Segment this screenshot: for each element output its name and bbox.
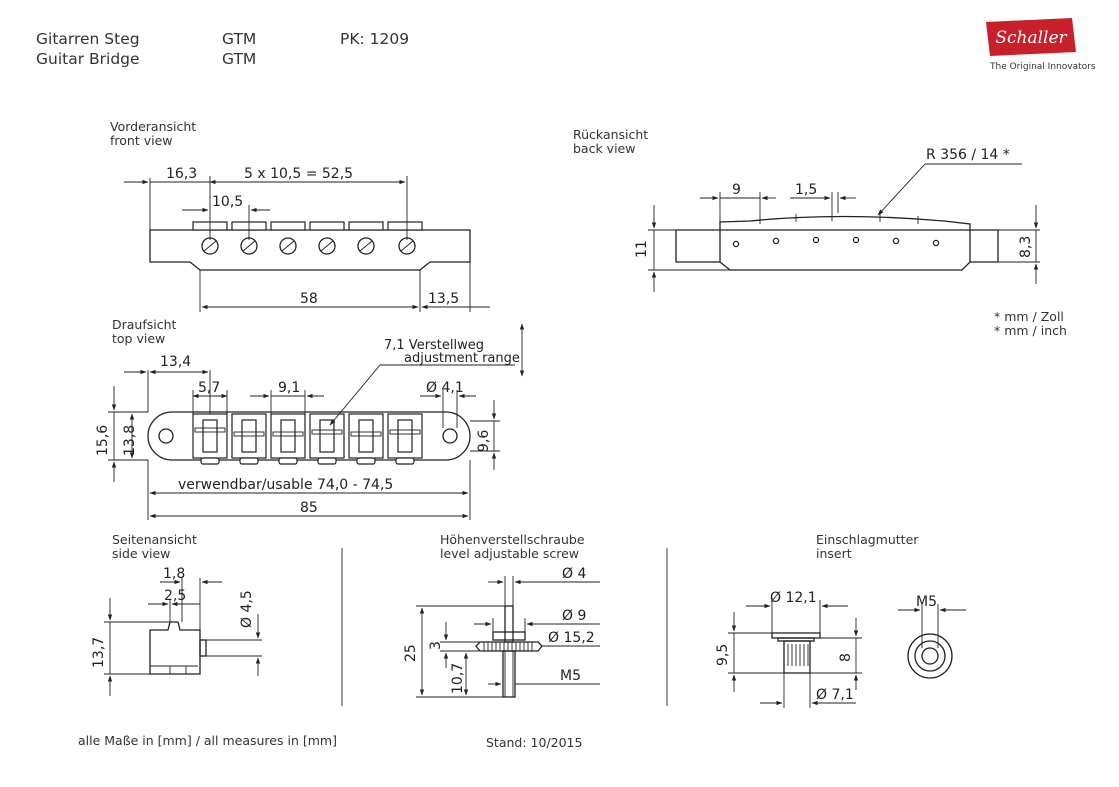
- dim-back-8-3: 8,3: [1018, 236, 1034, 258]
- adj-range-en: adjustment range: [404, 351, 520, 366]
- units-note: * mm / Zoll* mm / inch: [994, 309, 1067, 338]
- footer-measures: alle Maße in [mm] / all measures in [mm]: [78, 733, 337, 748]
- front-view-drawing: 16,3 5 x 10,5 = 52,5 10,5 58 13,5: [124, 166, 490, 312]
- dim-screw-m5: M5: [560, 668, 581, 684]
- dim-usable: verwendbar/usable 74,0 - 74,5: [178, 477, 393, 493]
- dim-screw-dia-9: Ø 9: [562, 608, 586, 624]
- dim-insert-m5: M5: [916, 594, 937, 610]
- dim-screw-dia-4: Ø 4: [562, 566, 586, 582]
- top-saddles: [192, 413, 423, 465]
- dim-side-13-7: 13,7: [91, 637, 107, 668]
- dim-16-3: 16,3: [166, 166, 197, 182]
- dim-insert-8: 8: [838, 653, 854, 662]
- footer-stand: Stand: 10/2015: [486, 735, 583, 750]
- model-en: GTM: [222, 50, 257, 68]
- dim-back-11: 11: [634, 240, 650, 258]
- dim-insert-dia-7-1: Ø 7,1: [816, 687, 854, 703]
- title-de: Gitarren Steg: [36, 30, 140, 48]
- dim-screw-dia-15-2: Ø 15,2: [548, 630, 595, 646]
- dim-back-9: 9: [732, 182, 741, 198]
- dim-13-5: 13,5: [428, 291, 459, 307]
- dim-58: 58: [300, 291, 318, 307]
- front-screws: [201, 237, 416, 255]
- back-view-drawing: 9 1,5 R 356 / 14 * 11 8,3: [634, 147, 1040, 292]
- part-number: PK: 1209: [340, 30, 410, 48]
- front-saddles: [192, 221, 423, 231]
- dim-insert-9-5: 9,5: [715, 644, 731, 666]
- dim-side-2-5: 2,5: [164, 588, 186, 604]
- dim-insert-dia-12-1: Ø 12,1: [770, 590, 817, 606]
- logo-tagline: The Original Innovators: [990, 62, 1096, 72]
- adj-range-de: 7,1 Verstellweg: [384, 338, 484, 353]
- dim-85: 85: [300, 500, 318, 516]
- dim-9-6: 9,6: [476, 430, 492, 452]
- insert-top-mid: [914, 640, 946, 672]
- dim-radius: R 356 / 14 *: [926, 147, 1010, 163]
- schaller-logo: Schaller: [986, 18, 1076, 56]
- back-holes: [732, 236, 940, 248]
- insert-top-hole: [921, 647, 939, 665]
- dim-5-7: 5,7: [198, 380, 220, 396]
- top-view-drawing: 7,1 Verstellweg adjustment range 13,4 5,…: [95, 323, 525, 520]
- dim-screw-3: 3: [428, 641, 444, 650]
- dim-dia-4-1: Ø 4,1: [426, 380, 464, 396]
- dim-back-1-5: 1,5: [795, 182, 817, 198]
- logo-text: Schaller: [995, 28, 1067, 48]
- dim-screw-10-7: 10,7: [450, 663, 466, 694]
- side-view-drawing: 1,8 2,5 Ø 4,5 13,7: [91, 566, 262, 696]
- dim-spacing: 5 x 10,5 = 52,5: [244, 166, 353, 182]
- dim-13-8: 13,8: [122, 425, 138, 456]
- screw-view-drawing: Ø 4 Ø 9 Ø 15,2 M5 25 3 10,7: [403, 566, 600, 698]
- dim-side-dia-4-5: Ø 4,5: [239, 590, 255, 628]
- insert-knurl: [787, 644, 809, 666]
- knurl-lines: [483, 642, 533, 651]
- dim-side-1-8: 1,8: [163, 566, 185, 582]
- dim-10-5: 10,5: [212, 194, 243, 210]
- dim-screw-25: 25: [403, 644, 419, 662]
- title-en: Guitar Bridge: [36, 50, 140, 68]
- insert-top-outer: [907, 633, 953, 679]
- model-de: GTM: [222, 30, 257, 48]
- insert-view-drawing: Ø 12,1 9,5 8 Ø 7,1 M5: [715, 590, 966, 708]
- dim-9-1: 9,1: [278, 380, 300, 396]
- dim-15-6: 15,6: [95, 425, 111, 456]
- dim-13-4: 13,4: [160, 354, 191, 370]
